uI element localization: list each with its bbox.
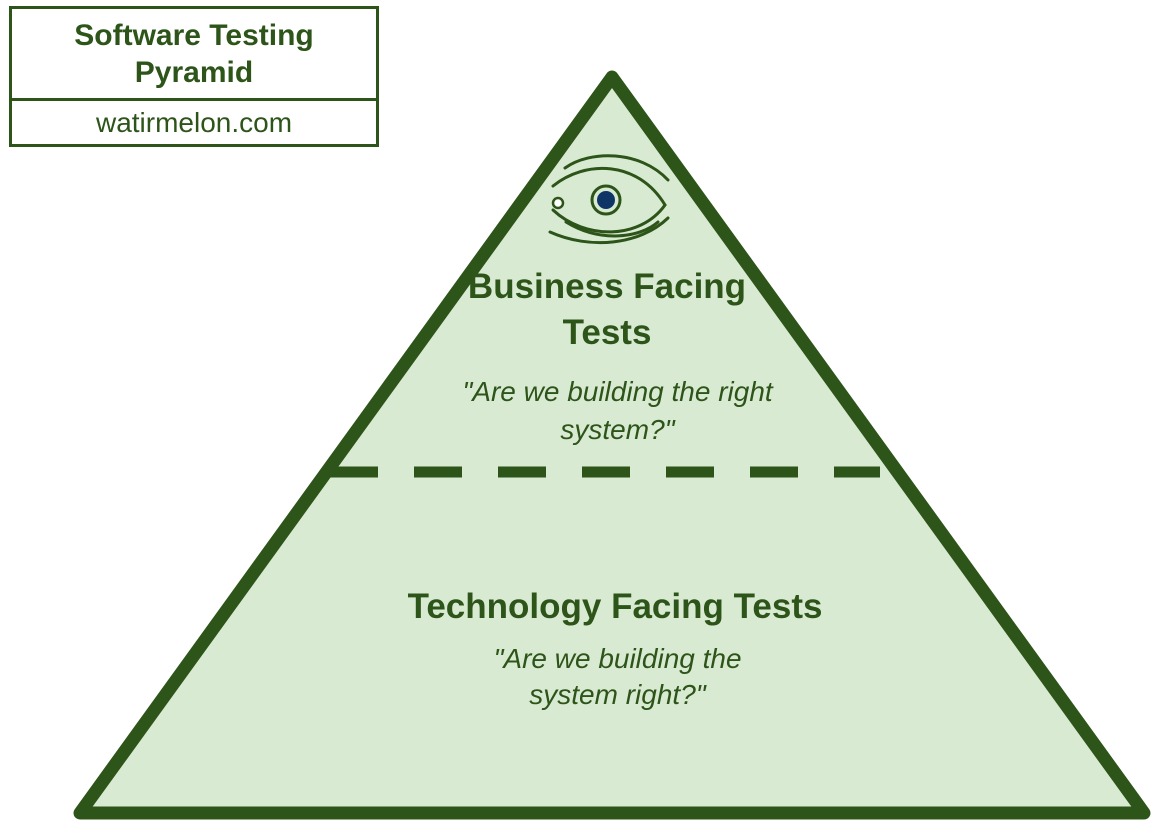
technology-tests-heading: Technology Facing Tests xyxy=(407,587,823,626)
source-website: watirmelon.com xyxy=(95,106,293,138)
pyramid-triangle xyxy=(73,70,1151,820)
diagram-title: Software Testing Pyramid xyxy=(12,9,376,101)
business-tests-heading: Business Facing Tests xyxy=(467,267,747,352)
title-box: Software Testing Pyramid watirmelon.com xyxy=(9,6,379,147)
eye-icon xyxy=(548,154,670,245)
business-tests-question: "Are we building the right system?" xyxy=(462,376,773,445)
technology-tests-question: "Are we building the system right?" xyxy=(493,643,742,710)
